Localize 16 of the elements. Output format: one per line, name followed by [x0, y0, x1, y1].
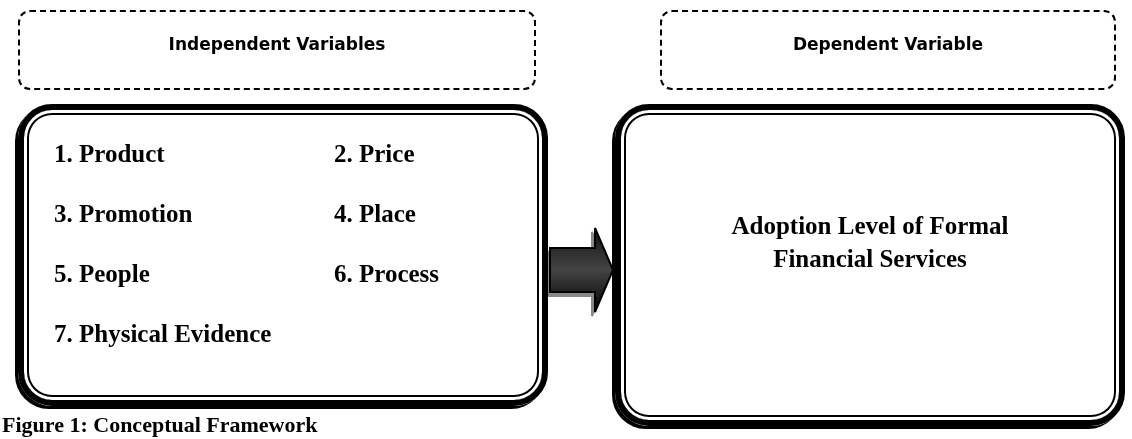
- variable-item: 5. People: [54, 260, 150, 288]
- heading-text: Independent Variables: [168, 34, 386, 54]
- variable-item: 4. Place: [334, 200, 416, 228]
- variable-item: 3. Promotion: [54, 200, 193, 228]
- heading-box: [660, 10, 1116, 90]
- variables-box: [18, 104, 548, 406]
- heading-box: [18, 10, 536, 90]
- outcome-text: Adoption Level of Formal Financial Services: [730, 211, 1010, 274]
- heading-text: Dependent Variable: [792, 34, 984, 54]
- variable-item: 2. Price: [334, 140, 415, 168]
- figure-caption: Figure 1: Conceptual Framework: [2, 412, 318, 438]
- outcome-box: [615, 104, 1125, 426]
- variable-item: 1. Product: [54, 140, 165, 168]
- block-arrow: [549, 227, 615, 313]
- variable-item: 6. Process: [334, 260, 440, 288]
- variable-item: 7. Physical Evidence: [54, 320, 272, 348]
